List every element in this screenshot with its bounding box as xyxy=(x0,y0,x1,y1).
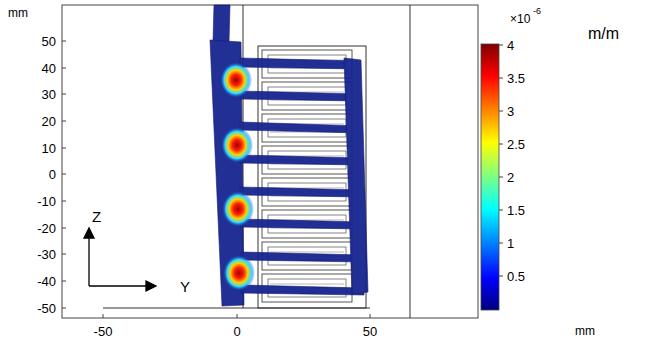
colorbar-label: 4 xyxy=(507,39,514,52)
tick-label: -20 xyxy=(37,222,56,235)
tick-label: -50 xyxy=(94,325,113,338)
colorbar-unit: m/m xyxy=(588,26,619,42)
colorbar-exponent: -6 xyxy=(533,7,541,16)
tick-label: 50 xyxy=(363,325,377,338)
tick-label: 10 xyxy=(42,142,56,155)
tick-label: -10 xyxy=(37,195,56,208)
tick-label: 20 xyxy=(42,115,56,128)
colorbar-label: 2 xyxy=(507,171,514,184)
deformed-structure xyxy=(210,5,368,306)
tick-label: 40 xyxy=(42,62,56,75)
cell-stack xyxy=(262,50,352,302)
axis-unit: mm xyxy=(8,7,28,19)
colorbar-scale: ×10 xyxy=(510,13,530,25)
tick-label: 50 xyxy=(42,35,56,48)
tick-label: 0 xyxy=(49,168,56,181)
axis-ticks xyxy=(62,41,370,318)
colorbar-label: 3 xyxy=(507,105,514,118)
tick-label: -40 xyxy=(37,275,56,288)
colorbar-ticks xyxy=(499,45,503,276)
axis-unit: mm xyxy=(575,325,595,337)
axis-name: Y xyxy=(180,279,190,294)
strain-hotspots xyxy=(220,62,255,291)
plot-frame xyxy=(62,5,478,318)
colorbar-label: 1 xyxy=(507,237,514,250)
tick-label: -50 xyxy=(37,302,56,315)
colorbar-label: 0.5 xyxy=(507,270,525,283)
colorbar-label: 1.5 xyxy=(507,204,525,217)
colorbar-label: 2.5 xyxy=(507,138,525,151)
colorbar xyxy=(481,44,499,310)
tick-label: 30 xyxy=(42,88,56,101)
colorbar-label: 3.5 xyxy=(507,72,525,85)
axis-name: Z xyxy=(92,209,101,224)
axis-triad xyxy=(84,228,156,291)
geometry-outline xyxy=(103,5,410,318)
tick-label: -30 xyxy=(37,248,56,261)
tick-label: 0 xyxy=(233,325,240,338)
